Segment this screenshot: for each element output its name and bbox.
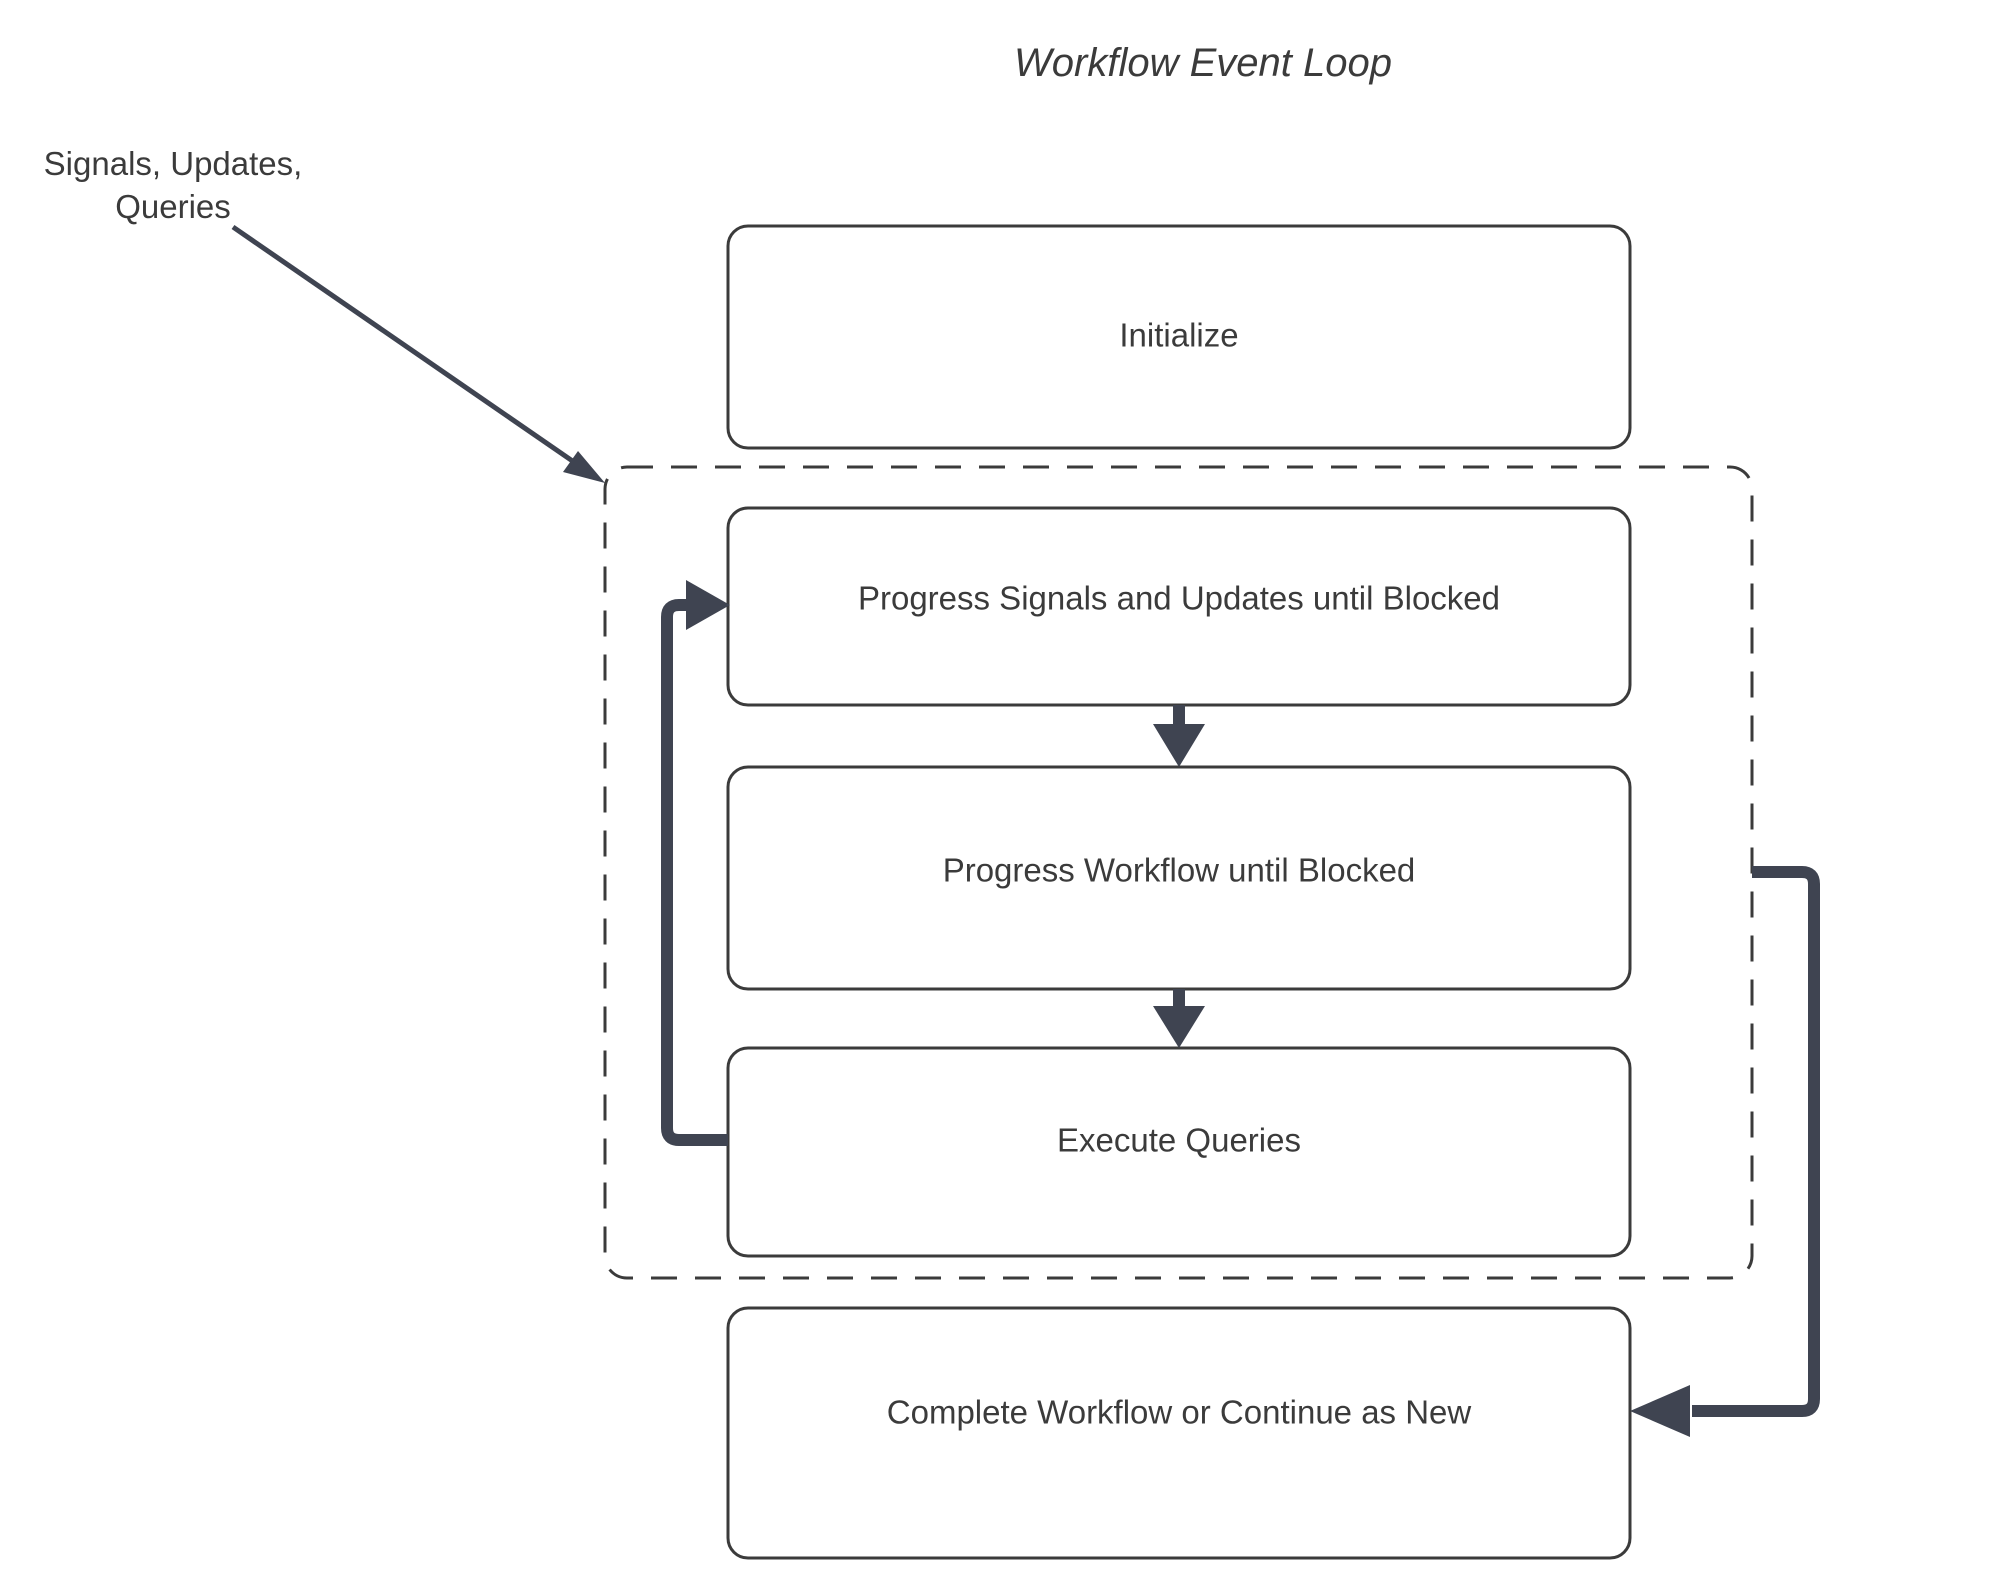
edge-label-signals-line1: Signals, Updates,	[44, 145, 303, 182]
node-initialize-box[interactable]	[726, 224, 1632, 450]
node-progress-signals[interactable]: Progress Signals and Updates until Block…	[726, 506, 1632, 707]
edge-progress-workflow-to-execute-queries	[1153, 989, 1205, 1048]
node-initialize[interactable]: Initialize	[726, 224, 1632, 450]
node-execute-queries[interactable]: Execute Queries	[726, 1046, 1632, 1258]
edge-progress-signals-to-progress-workflow	[1153, 705, 1205, 767]
node-execute-queries-label: Execute Queries	[1057, 1122, 1301, 1159]
arrow-head-icon	[1153, 724, 1205, 767]
arrow-head-icon	[1630, 1385, 1690, 1437]
edge-label-signals-line2: Queries	[115, 188, 231, 225]
edge-execute-queries-to-progress-signals-loop	[661, 580, 730, 1146]
arrow-head-icon	[563, 451, 605, 483]
edge-event-loop-to-complete-workflow-loop	[1630, 866, 1820, 1437]
diagram-title: Workflow Event Loop	[1014, 41, 1392, 85]
node-progress-workflow-label: Progress Workflow until Blocked	[943, 852, 1416, 889]
node-complete-workflow-label: Complete Workflow or Continue as New	[887, 1394, 1472, 1431]
node-complete-workflow-box[interactable]	[726, 1306, 1632, 1560]
node-progress-signals-label: Progress Signals and Updates until Block…	[858, 580, 1500, 617]
node-progress-workflow[interactable]: Progress Workflow until Blocked	[726, 765, 1632, 991]
node-initialize-label: Initialize	[1119, 317, 1238, 354]
arrow-head-icon	[1153, 1006, 1205, 1048]
edge-external-input-to-event-loop	[231, 224, 605, 483]
arrow-head-icon	[686, 580, 730, 630]
node-complete-workflow[interactable]: Complete Workflow or Continue as New	[726, 1306, 1632, 1560]
